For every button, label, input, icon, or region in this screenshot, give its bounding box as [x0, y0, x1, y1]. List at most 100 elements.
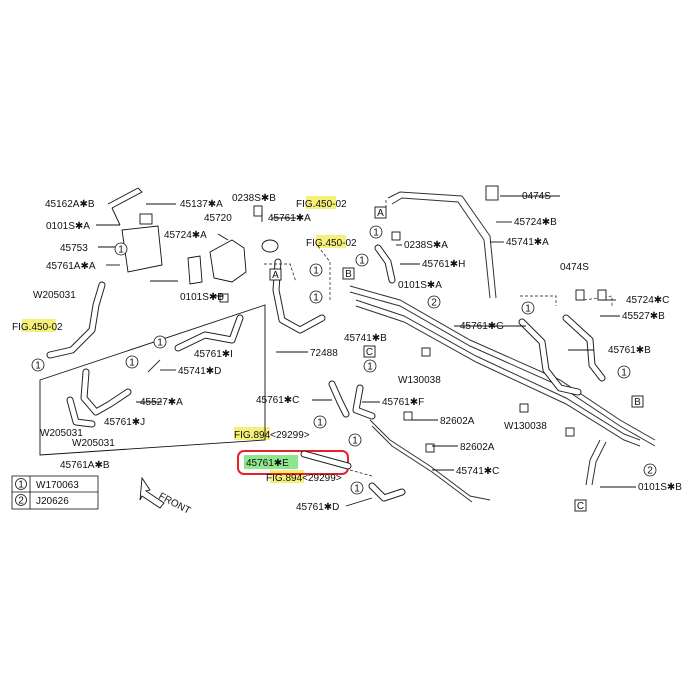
callout-0474S[interactable]: 0474S: [522, 191, 551, 202]
callout-0101S-B[interactable]: 0101S✱B: [638, 482, 682, 493]
pump-pulley: [261, 239, 279, 253]
square-marker-C: C: [363, 345, 376, 358]
steering-pump[interactable]: [209, 239, 247, 283]
legend-num-1: 1: [18, 480, 24, 491]
svg-text:C: C: [577, 501, 584, 512]
dash-line: [264, 263, 297, 283]
callout-45724-A[interactable]: 45724✱A: [164, 230, 207, 241]
callout-0101S-A[interactable]: 0101S✱A: [398, 280, 442, 291]
svg-text:2: 2: [647, 466, 653, 477]
fig-ref-450-02[interactable]: FIG.450-02: [306, 238, 357, 249]
callout-45761-G[interactable]: 45761✱G: [460, 321, 504, 332]
dash-line: [349, 469, 373, 477]
callout-W130038[interactable]: W130038: [504, 421, 547, 432]
callout-45761-F[interactable]: 45761✱F: [382, 397, 424, 408]
pipe-45741D[interactable]: [147, 359, 161, 373]
callout-45724-C[interactable]: 45724✱C: [626, 295, 669, 306]
pipe-45741A-b[interactable]: [391, 197, 491, 299]
pipe-45741B-d[interactable]: [355, 305, 641, 447]
svg-text:A: A: [377, 208, 384, 219]
svg-text:1: 1: [313, 266, 319, 277]
reservoir-bracket: [107, 187, 143, 209]
reservoir-bracket-leg: [111, 207, 121, 226]
pipe-45741B-c[interactable]: [355, 299, 641, 441]
pipe-rear-b: [591, 441, 607, 486]
callout-W205031[interactable]: W205031: [40, 428, 83, 439]
callout-45761-I[interactable]: 45761✱I: [194, 349, 233, 360]
bolt-fitting: [403, 411, 413, 421]
callout-0101S-A[interactable]: 0101S✱A: [46, 221, 90, 232]
pipe-45741C-a[interactable]: [369, 419, 491, 501]
svg-text:B: B: [345, 269, 352, 280]
callout-45761-D[interactable]: 45761✱D: [296, 502, 339, 513]
callout-45137-A[interactable]: 45137✱A: [180, 199, 223, 210]
callout-45761A-B[interactable]: 45761A✱B: [60, 460, 110, 471]
bolt-fitting: [575, 289, 585, 301]
svg-text:1: 1: [367, 362, 373, 373]
fig-ref-894[interactable]: FIG.894<29299>: [234, 430, 310, 441]
callout-45724-B[interactable]: 45724✱B: [514, 217, 557, 228]
svg-text:1: 1: [118, 245, 124, 256]
callout-0238S-A[interactable]: 0238S✱A: [404, 240, 448, 251]
pipe-45741B-a[interactable]: [349, 285, 656, 441]
bolt-fitting: [421, 347, 431, 357]
svg-text:1: 1: [525, 304, 531, 315]
legend: 1 W170063 2 J20626: [11, 475, 99, 510]
pipe-45741B-b[interactable]: [349, 291, 656, 447]
callout-45741-B[interactable]: 45741✱B: [344, 333, 387, 344]
front-arrow: FRONT: [139, 476, 192, 517]
fig-ref-450-02[interactable]: FIG.450-02: [12, 322, 63, 333]
callout-45741-A[interactable]: 45741✱A: [506, 237, 549, 248]
pump-bracket: [187, 255, 203, 285]
callout-W205031[interactable]: W205031: [72, 438, 115, 449]
callout-45753[interactable]: 45753: [60, 243, 88, 254]
callout-W130038[interactable]: W130038: [398, 375, 441, 386]
callout-0238S-B[interactable]: 0238S✱B: [232, 193, 276, 204]
square-marker-B: B: [631, 395, 644, 408]
fig-highlight: [306, 196, 336, 209]
callout-0474S[interactable]: 0474S: [560, 262, 589, 273]
callout-72488[interactable]: 72488: [310, 348, 338, 359]
callout-45761-B[interactable]: 45761✱B: [608, 345, 651, 356]
svg-text:1: 1: [35, 361, 41, 372]
leader-lines: [96, 195, 636, 507]
bolt-fitting: [425, 443, 435, 453]
fig-ref-450-02[interactable]: FIG.450-02: [296, 199, 347, 210]
square-marker-C: C: [574, 499, 587, 512]
pipe-rear-a: [585, 439, 601, 486]
svg-text:1: 1: [373, 228, 379, 239]
square-marker-A: A: [269, 268, 282, 281]
callout-45741-D[interactable]: 45741✱D: [178, 366, 221, 377]
callout-W205031[interactable]: W205031: [33, 290, 76, 301]
bolt-fitting: [219, 293, 229, 303]
callout-45761-C[interactable]: 45761✱C: [256, 395, 299, 406]
fig-ref-894[interactable]: FIG.894<29299>: [266, 473, 342, 484]
svg-text:1: 1: [352, 436, 358, 447]
callout-45527-B[interactable]: 45527✱B: [622, 311, 665, 322]
callout-82602A[interactable]: 82602A: [460, 442, 495, 453]
square-marker-A: A: [374, 206, 387, 219]
pipe-45741A-a[interactable]: [387, 191, 497, 299]
callout-45720[interactable]: 45720: [204, 213, 232, 224]
callout-45761A-A[interactable]: 45761A✱A: [46, 261, 96, 272]
callout-45761-J[interactable]: 45761✱J: [104, 417, 145, 428]
callout-45527-A[interactable]: 45527✱A: [140, 397, 183, 408]
svg-text:1: 1: [317, 418, 323, 429]
callout-45162A-B[interactable]: 45162A✱B: [45, 199, 95, 210]
callout-45761-E[interactable]: 45761✱E: [246, 458, 289, 469]
bolt-fitting: [519, 403, 529, 413]
callout-45741-C[interactable]: 45741✱C: [456, 466, 499, 477]
callout-45761-A[interactable]: 45761✱A: [268, 213, 311, 224]
circle-marker-1-group: 1 1 1 1 1 1 1 1 1 1 1 1 1 1: [31, 225, 631, 495]
pipe-45741C-b[interactable]: [371, 425, 473, 503]
svg-text:1: 1: [129, 358, 135, 369]
callout-0101S-B[interactable]: 0101S✱B: [180, 292, 224, 303]
legend-num-2: 2: [18, 496, 24, 507]
callout-45761-H[interactable]: 45761✱H: [422, 259, 465, 270]
fig-highlight: [316, 235, 346, 248]
subassembly-panel: [39, 304, 266, 456]
callout-82602A[interactable]: 82602A: [440, 416, 475, 427]
svg-text:1: 1: [313, 293, 319, 304]
reservoir-tank[interactable]: [121, 225, 163, 273]
